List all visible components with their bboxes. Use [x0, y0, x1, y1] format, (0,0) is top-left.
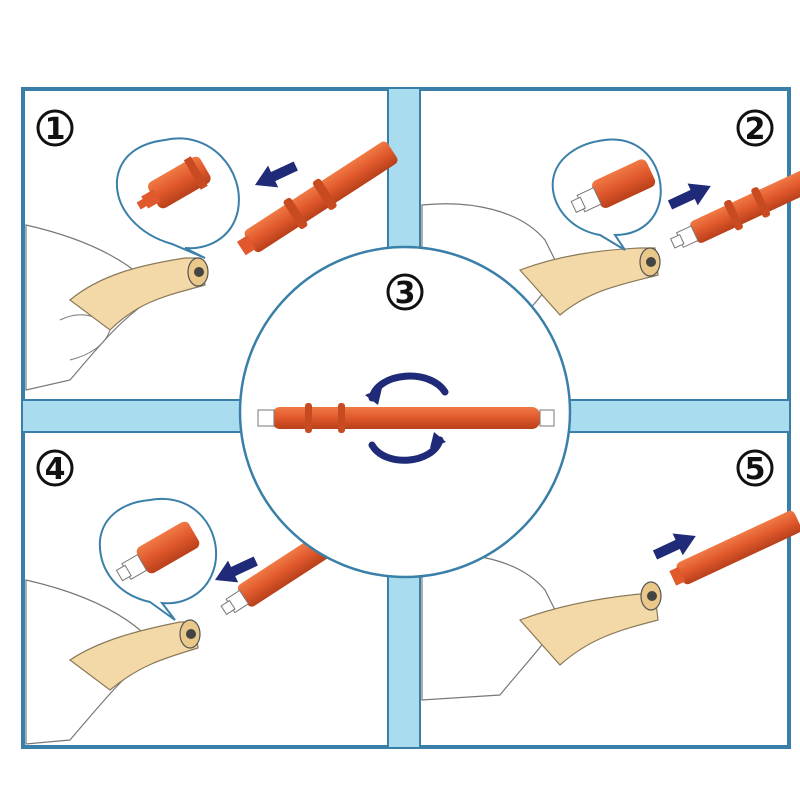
step-4-badge	[36, 449, 74, 487]
tube	[236, 141, 398, 256]
step-2-badge	[736, 109, 774, 147]
step-4-number: 4	[45, 452, 66, 487]
step-5-number: 5	[745, 452, 766, 487]
tube	[257, 403, 555, 433]
arrow-icon	[667, 183, 711, 210]
step-3-badge	[386, 273, 424, 311]
step-5-badge	[736, 449, 774, 487]
step-1-badge	[36, 109, 74, 147]
step-2-number: 2	[745, 112, 766, 147]
step-1-number: 1	[45, 112, 66, 147]
panel-3-scene: 3	[238, 245, 572, 579]
step-3-number: 3	[395, 276, 416, 311]
tube	[669, 510, 800, 586]
panel-5-scene: 5	[421, 449, 800, 701]
arrow-icon	[215, 556, 258, 583]
handpiece	[518, 247, 659, 316]
panel-1-scene: 1	[25, 109, 398, 391]
arrow-icon	[652, 533, 696, 560]
tube	[669, 169, 800, 249]
rotate-arrows-icon	[365, 372, 449, 464]
arrow-icon	[255, 161, 298, 188]
